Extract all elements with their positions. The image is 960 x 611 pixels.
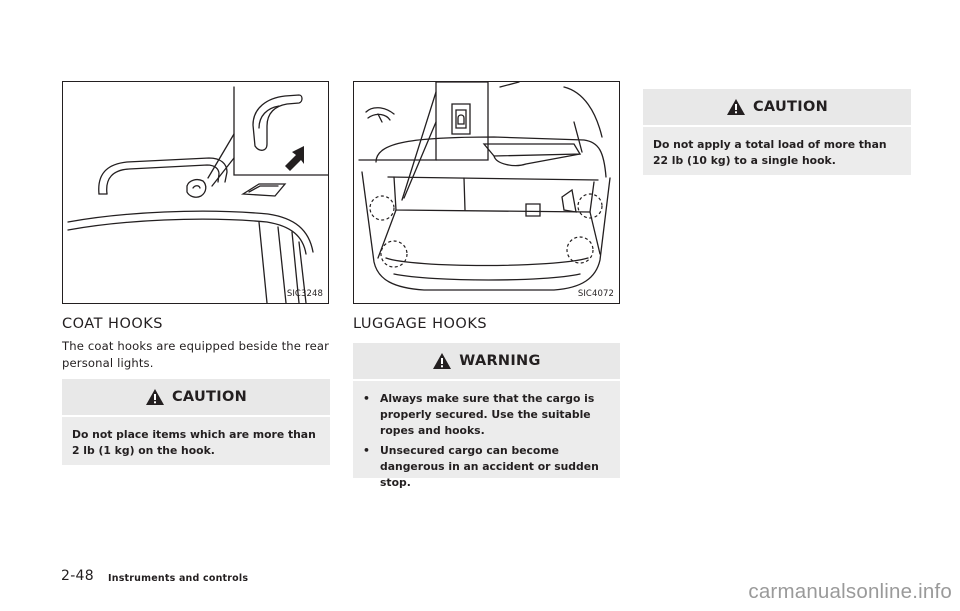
- coat-hook-figure: SIC3248: [62, 81, 329, 304]
- caution-text: Do not apply a total load of more than 2…: [653, 138, 887, 167]
- warning-icon: [433, 353, 452, 369]
- warning-bullet: • Always make sure that the cargo is pro…: [363, 391, 608, 439]
- figure-code: SIC3248: [286, 289, 323, 299]
- warning-bullet-text: Always make sure that the cargo is prope…: [380, 392, 595, 437]
- figure-code: SIC4072: [577, 289, 614, 299]
- coat-hooks-body: The coat hooks are equipped beside the r…: [62, 339, 330, 370]
- caution-body: Do not place items which are more than 2…: [62, 417, 330, 465]
- caution-icon: [726, 99, 745, 115]
- luggage-hooks-warning-box: WARNING • Always make sure that the carg…: [353, 343, 620, 489]
- warning-body: • Always make sure that the cargo is pro…: [353, 381, 620, 489]
- caution-header: CAUTION: [62, 379, 330, 415]
- warning-title: WARNING: [459, 353, 541, 369]
- coat-hooks-heading: COAT HOOKS: [62, 316, 163, 332]
- page-number: 2-48: [61, 568, 94, 584]
- caution-body: Do not apply a total load of more than 2…: [643, 127, 911, 175]
- luggage-hook-illustration: [358, 82, 611, 291]
- section-label: Instruments and controls: [108, 573, 249, 584]
- caution-title: CAUTION: [171, 389, 248, 405]
- coat-hooks-caution-box: CAUTION Do not place items which are mor…: [62, 379, 330, 465]
- warning-header: WARNING: [353, 343, 620, 379]
- coat-hook-illustration: [67, 86, 328, 303]
- warning-bullet-text: Unsecured cargo can become dangerous in …: [380, 444, 599, 489]
- luggage-hook-figure: SIC4072: [353, 81, 620, 304]
- caution-title: CAUTION: [752, 99, 829, 115]
- caution-header: CAUTION: [643, 89, 911, 125]
- caution-icon: [145, 389, 164, 405]
- warning-bullet: • Unsecured cargo can become dangerous i…: [363, 443, 608, 491]
- hook-load-caution-box: CAUTION Do not apply a total load of mor…: [643, 89, 911, 175]
- watermark: carmanualsonline.info: [748, 580, 952, 603]
- luggage-hooks-heading: LUGGAGE HOOKS: [353, 316, 488, 332]
- caution-text: Do not place items which are more than 2…: [72, 428, 316, 457]
